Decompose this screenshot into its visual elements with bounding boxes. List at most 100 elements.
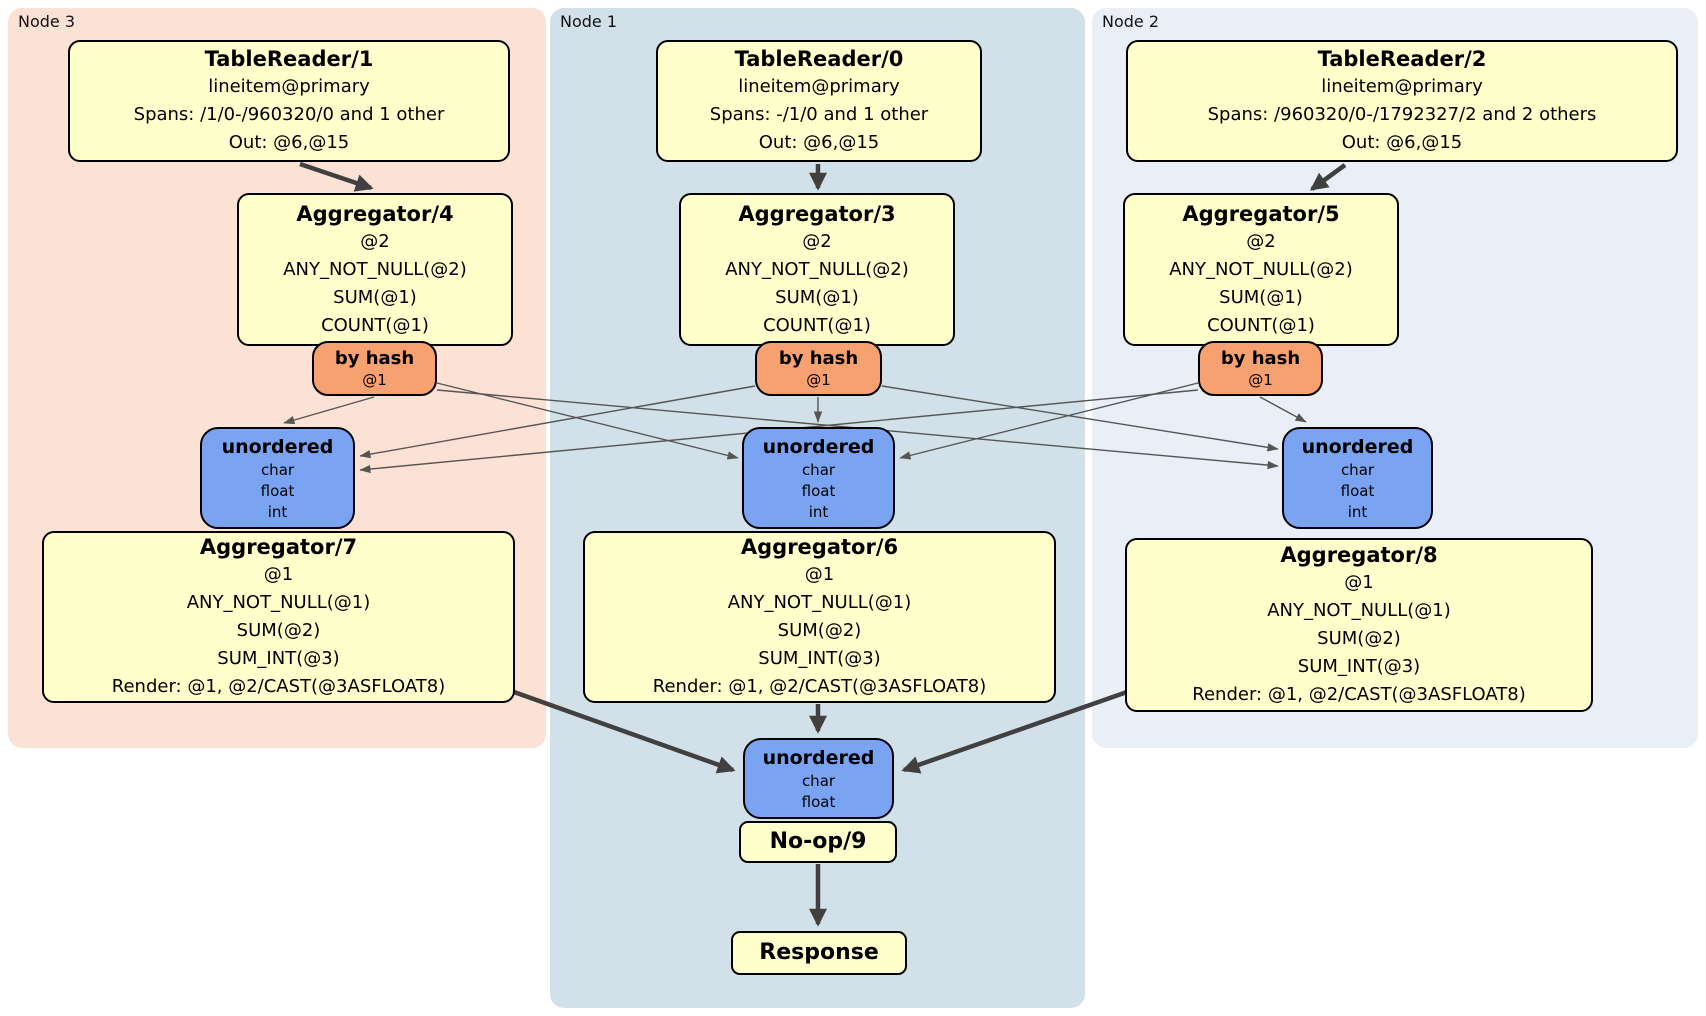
edge-byhash4-sync6: [436, 382, 739, 460]
node-line: COUNT(@1): [763, 314, 871, 336]
panel-node-2-label: Node 2: [1102, 12, 1160, 31]
node-line: SUM(@1): [333, 286, 417, 308]
node-line: Spans: -/1/0 and 1 other: [709, 104, 929, 125]
sync-title: unordered: [762, 435, 875, 458]
edge-byhash3-sync7: [359, 385, 756, 459]
edge-byhash4-sync7: [283, 396, 375, 425]
node-aggregator-3: Aggregator/3 @2 ANY_NOT_NULL(@2) SUM(@1)…: [679, 193, 955, 346]
node-line: lineitem@primary: [1321, 76, 1483, 97]
node-title: Aggregator/4: [296, 201, 454, 226]
node-line: SUM(@1): [1219, 286, 1303, 308]
node-line: COUNT(@1): [321, 314, 429, 336]
node-aggregator-5: Aggregator/5 @2 ANY_NOT_NULL(@2) SUM(@1)…: [1123, 193, 1399, 346]
node-title: Aggregator/5: [1182, 201, 1340, 226]
sync-title: unordered: [221, 435, 334, 458]
node-line: SUM(@2): [777, 620, 862, 641]
node-title: No-op/9: [769, 829, 867, 854]
node-title: Aggregator/3: [738, 201, 896, 226]
node-noop-9: No-op/9: [739, 821, 897, 863]
node-line: Spans: /960320/0-/1792327/2 and 2 others: [1207, 104, 1597, 125]
synchronizer-unordered-7: unordered char float int: [200, 427, 355, 529]
node-line: SUM(@2): [236, 620, 321, 641]
node-line: Out: @6,@15: [758, 132, 880, 153]
synchronizer-unordered-6: unordered char float int: [742, 427, 895, 529]
node-line: lineitem@primary: [738, 76, 900, 97]
node-line: ANY_NOT_NULL(@1): [186, 592, 371, 613]
edge-byhash5-sync6: [899, 382, 1199, 460]
node-title: TableReader/0: [734, 47, 904, 71]
node-line: Render: @1, @2/CAST(@3ASFLOAT8): [1192, 684, 1526, 705]
panel-node-3-label: Node 3: [18, 12, 76, 31]
node-line: Render: @1, @2/CAST(@3ASFLOAT8): [652, 676, 987, 697]
router-by-hash-5: by hash @1: [1198, 341, 1323, 396]
panel-node-1-label: Node 1: [560, 12, 618, 31]
node-line: @2: [1246, 230, 1276, 252]
node-title: Aggregator/7: [199, 535, 358, 559]
node-line: SUM(@2): [1317, 628, 1401, 649]
edge-tr2-agg5: [1309, 163, 1347, 191]
node-aggregator-8: Aggregator/8 @1 ANY_NOT_NULL(@1) SUM(@2)…: [1125, 538, 1593, 712]
node-line: Out: @6,@15: [228, 132, 350, 153]
node-aggregator-7: Aggregator/7 @1 ANY_NOT_NULL(@1) SUM(@2)…: [42, 531, 515, 703]
sync-line: float: [801, 792, 836, 811]
node-tablereader-1: TableReader/1 lineitem@primary Spans: /1…: [68, 40, 510, 162]
node-line: SUM_INT(@3): [758, 648, 881, 669]
sync-line: char: [801, 460, 836, 479]
router-by-hash-3: by hash @1: [755, 341, 882, 396]
node-title: Aggregator/8: [1280, 543, 1438, 567]
node-line: SUM_INT(@3): [217, 648, 340, 669]
node-line: Spans: /1/0-/960320/0 and 1 other: [133, 104, 445, 125]
router-line: @1: [806, 371, 831, 389]
node-line: @1: [804, 564, 835, 585]
sync-line: char: [801, 771, 836, 790]
node-line: Render: @1, @2/CAST(@3ASFLOAT8): [111, 676, 446, 697]
sync-line: float: [260, 481, 295, 500]
node-line: ANY_NOT_NULL(@2): [725, 258, 909, 280]
node-line: ANY_NOT_NULL(@1): [727, 592, 912, 613]
node-line: @1: [1344, 572, 1374, 593]
node-line: ANY_NOT_NULL(@2): [1169, 258, 1353, 280]
synchronizer-unordered-8: unordered char float int: [1282, 427, 1433, 529]
synchronizer-unordered-final: unordered char float: [743, 738, 894, 819]
node-title: Response: [759, 940, 879, 965]
node-line: SUM(@1): [775, 286, 859, 308]
router-title: by hash: [334, 348, 415, 369]
router-line: @1: [362, 371, 387, 389]
node-line: Out: @6,@15: [1341, 132, 1463, 153]
sync-title: unordered: [762, 746, 875, 769]
node-response: Response: [731, 931, 907, 975]
node-line: @2: [360, 230, 390, 252]
node-title: TableReader/2: [1317, 47, 1487, 71]
router-title: by hash: [778, 348, 859, 369]
sync-line: char: [260, 460, 295, 479]
sync-title: unordered: [1301, 435, 1414, 458]
node-title: Aggregator/6: [740, 535, 899, 559]
sync-line: int: [267, 502, 288, 521]
sync-line: char: [1340, 460, 1375, 479]
sync-line: int: [1347, 502, 1368, 521]
node-tablereader-0: TableReader/0 lineitem@primary Spans: -/…: [656, 40, 982, 162]
node-aggregator-6: Aggregator/6 @1 ANY_NOT_NULL(@1) SUM(@2)…: [583, 531, 1056, 703]
node-line: COUNT(@1): [1207, 314, 1315, 336]
router-title: by hash: [1220, 348, 1301, 369]
node-line: lineitem@primary: [208, 76, 370, 97]
router-line: @1: [1248, 371, 1273, 389]
node-line: @1: [263, 564, 294, 585]
sync-line: float: [1340, 481, 1375, 500]
node-line: ANY_NOT_NULL(@1): [1267, 600, 1451, 621]
sync-line: float: [801, 481, 836, 500]
router-by-hash-4: by hash @1: [312, 341, 437, 396]
node-tablereader-2: TableReader/2 lineitem@primary Spans: /9…: [1126, 40, 1678, 162]
edge-tr1-agg4: [299, 161, 374, 192]
edge-byhash3-sync8: [881, 385, 1279, 452]
node-line: @2: [802, 230, 832, 252]
edge-agg8-sync9: [901, 689, 1128, 774]
node-aggregator-4: Aggregator/4 @2 ANY_NOT_NULL(@2) SUM(@1)…: [237, 193, 513, 346]
edge-byhash5-sync8: [1259, 396, 1307, 423]
sync-line: int: [808, 502, 829, 521]
node-line: ANY_NOT_NULL(@2): [283, 258, 467, 280]
node-title: TableReader/1: [204, 47, 374, 71]
edge-agg7-sync9: [513, 689, 736, 774]
